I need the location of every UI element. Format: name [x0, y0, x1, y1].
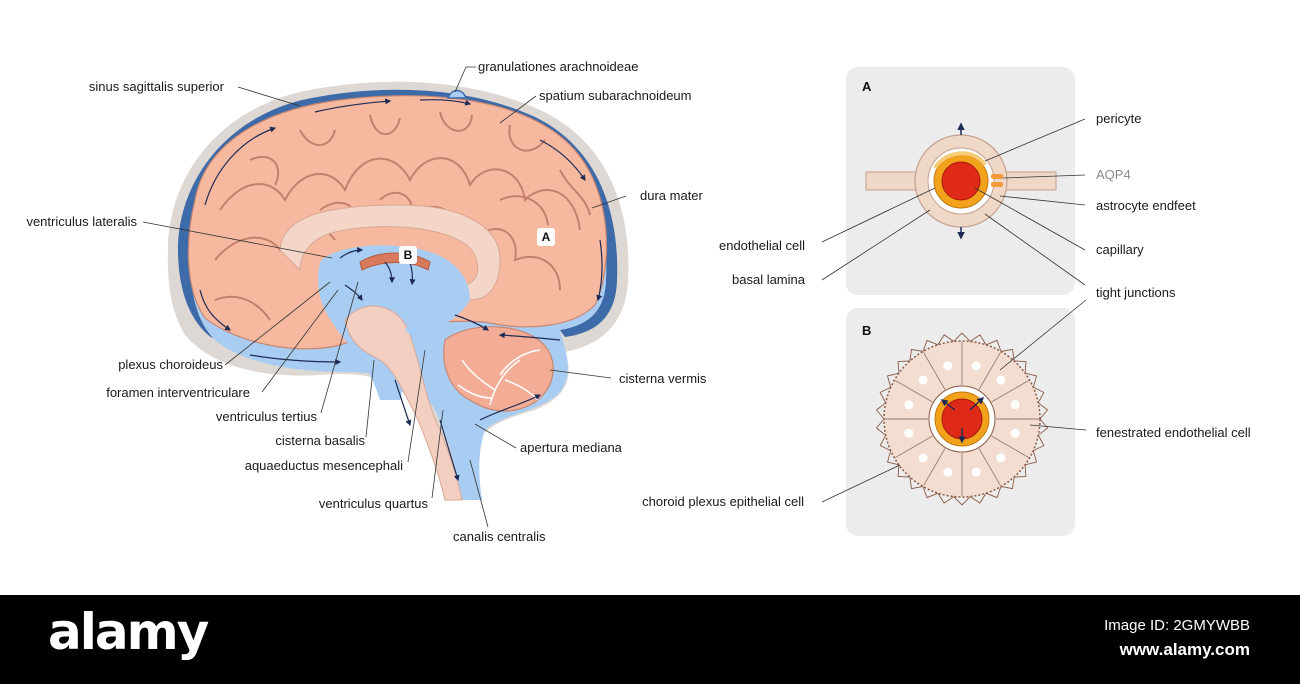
label-endothelial-cell: endothelial cell	[718, 238, 805, 253]
panel-b-letter: B	[862, 323, 872, 338]
label-granulationes-arachnoideae: granulationes arachnoideae	[478, 59, 639, 74]
corpus-callosum	[279, 204, 501, 301]
panel-a-letter: A	[862, 79, 872, 94]
epithelial-vacuole	[971, 361, 981, 371]
label-aquaeductus-mesencephali: aquaeductus mesencephali	[244, 458, 403, 473]
epithelial-cell-border	[978, 352, 1001, 390]
cerebellum	[443, 326, 554, 412]
epithelial-cell-border	[991, 380, 1029, 403]
label-ventriculus-quartus: ventriculus quartus	[318, 496, 428, 511]
epithelial-vacuole	[943, 361, 953, 371]
label-dura-mater: dura mater	[640, 188, 703, 203]
image-id-text: Image ID: 2GMYWBB	[1104, 617, 1250, 634]
epithelial-vacuole	[918, 453, 928, 463]
epithelial-vacuole	[1010, 428, 1020, 438]
label-ventriculus-tertius: ventriculus tertius	[215, 409, 317, 424]
brain-sagittal-section	[167, 81, 629, 501]
csf-flow-arrows	[199, 98, 603, 482]
epithelial-cell-border	[923, 352, 946, 390]
label-fenestrated-endothelial-cell: fenestrated endothelial cell	[1096, 425, 1251, 440]
epithelial-vacuole	[996, 453, 1006, 463]
epithelial-vacuole	[904, 400, 914, 410]
aqp4-channel	[991, 174, 1003, 179]
label-choroid-plexus-epithelial-cell: choroid plexus epithelial cell	[642, 494, 804, 509]
label-cisterna-basalis: cisterna basalis	[275, 433, 365, 448]
label-plexus-choroideus: plexus choroideus	[118, 357, 223, 372]
capillary-lumen	[941, 161, 981, 201]
brain-tag-a: A	[537, 228, 555, 246]
epithelial-cell-border	[895, 435, 933, 458]
brain-leader-lines	[142, 66, 627, 528]
epithelial-vacuole	[971, 467, 981, 477]
epithelial-cell-border	[978, 448, 1001, 486]
site-url-text: www.alamy.com	[1119, 640, 1250, 659]
epithelial-cell-border	[895, 380, 933, 403]
epithelial-vacuole	[918, 375, 928, 385]
label-astrocyte-endfeet: astrocyte endfeet	[1096, 198, 1196, 213]
panel-a	[821, 67, 1086, 295]
label-foramen-interventriculare: foramen interventriculare	[106, 385, 250, 400]
epithelial-cell-border	[923, 448, 946, 486]
arachnoid-granulation	[446, 89, 468, 99]
label-sinus-sagittalis-superior: sinus sagittalis superior	[88, 79, 224, 94]
label-cisterna-vermis: cisterna vermis	[619, 371, 707, 386]
brain-tag-b: B	[399, 246, 417, 264]
epithelial-vacuole	[1010, 400, 1020, 410]
label-ventriculus-lateralis: ventriculus lateralis	[26, 214, 137, 229]
label-pericyte: pericyte	[1096, 111, 1142, 126]
epithelial-vacuole	[943, 467, 953, 477]
label-spatium-subarachnoideum: spatium subarachnoideum	[539, 88, 692, 103]
label-apertura-mediana: apertura mediana	[520, 440, 622, 455]
label-basal-lamina: basal lamina	[732, 272, 805, 287]
label-capillary: capillary	[1096, 242, 1144, 257]
epithelial-vacuole	[904, 428, 914, 438]
label-tight-junctions: tight junctions	[1096, 285, 1176, 300]
fourth-ventricle	[405, 323, 452, 422]
label-aqp4: AQP4	[1096, 167, 1131, 182]
alamy-logo: alamy	[48, 603, 209, 661]
epithelial-cell-border	[991, 435, 1029, 458]
watermark-footer: alamy Image ID: 2GMYWBB www.alamy.com	[0, 595, 1300, 684]
panel-b	[821, 299, 1087, 536]
pericyte-shape	[933, 151, 987, 170]
aqp4-channel-2	[991, 182, 1003, 187]
label-canalis-centralis: canalis centralis	[453, 529, 546, 544]
epithelial-vacuole	[996, 375, 1006, 385]
